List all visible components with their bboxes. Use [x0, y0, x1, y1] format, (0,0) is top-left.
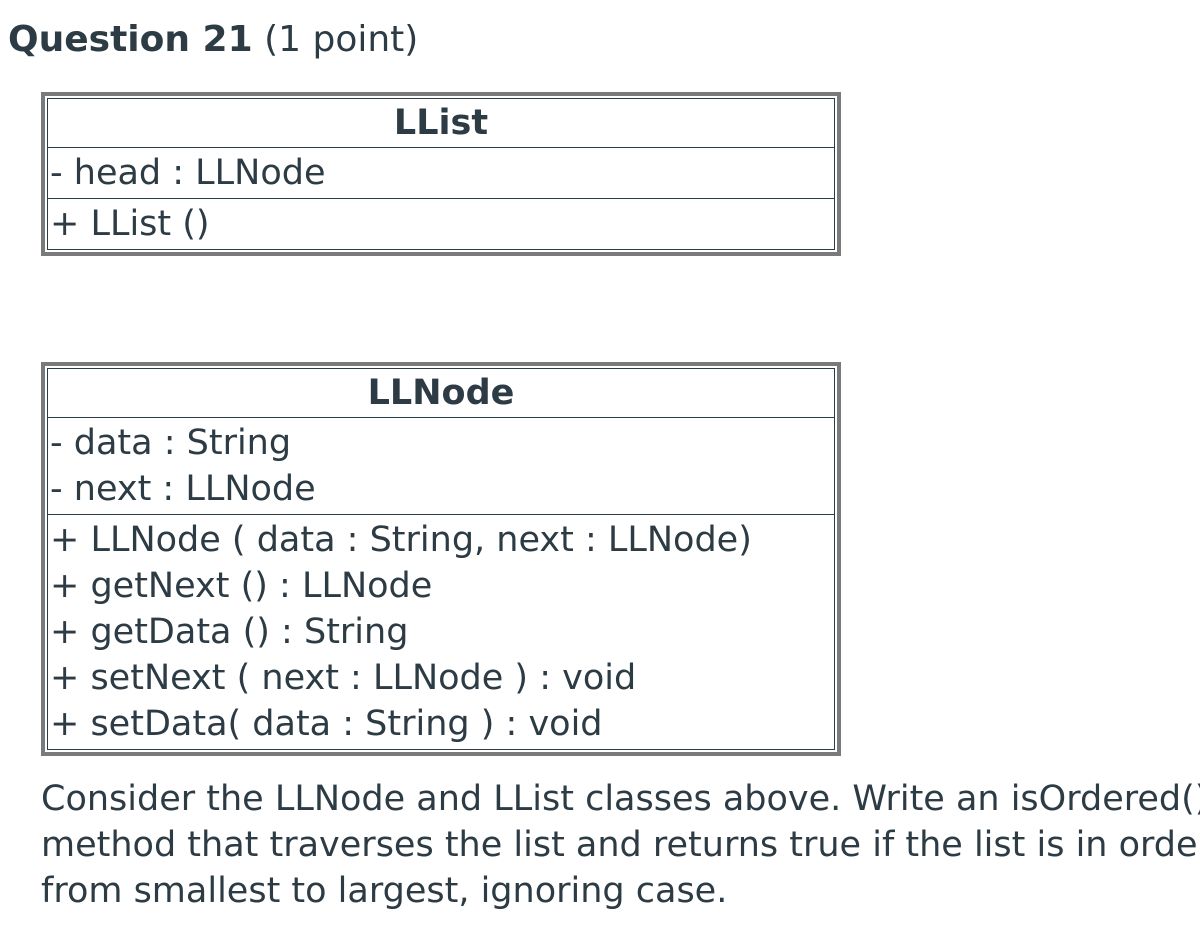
llist-methods: + LList () [48, 198, 834, 249]
llist-class-diagram: LList - head : LLNode + LList () [41, 92, 841, 256]
question-body: Consider the LLNode and LList classes ab… [41, 776, 1200, 914]
question-body-line: from smallest to largest, ignoring case. [41, 871, 728, 911]
question-points: (1 point) [264, 19, 419, 60]
llnode-method-getdata: + getData () : String [50, 612, 409, 652]
llnode-class-name: LLNode [367, 373, 515, 413]
llist-method-constructor: + LList () [50, 204, 210, 244]
llnode-class-frame: LLNode - data : String - next : LLNode +… [47, 368, 835, 750]
question-body-line: method that traverses the list and retur… [41, 825, 1200, 865]
llnode-attribute-next: - next : LLNode [50, 469, 316, 509]
llist-class-frame: LList - head : LLNode + LList () [47, 98, 835, 250]
question-title: Question 21 [8, 19, 253, 60]
question-body-line: Consider the LLNode and LList classes ab… [41, 779, 1200, 819]
llist-attributes: - head : LLNode [48, 147, 834, 198]
llnode-attribute-data: - data : String [50, 423, 292, 463]
llnode-class-diagram: LLNode - data : String - next : LLNode +… [41, 362, 841, 756]
question-header: Question 21 (1 point) [8, 18, 418, 62]
llnode-attributes: - data : String - next : LLNode [48, 417, 834, 514]
llnode-method-getnext: + getNext () : LLNode [50, 566, 433, 606]
llist-class-name: LList [393, 103, 489, 143]
llnode-method-constructor: + LLNode ( data : String, next : LLNode) [50, 520, 752, 560]
llnode-method-setnext: + setNext ( next : LLNode ) : void [50, 658, 637, 698]
llnode-methods: + LLNode ( data : String, next : LLNode)… [48, 514, 834, 749]
llist-attribute-head: - head : LLNode [50, 153, 326, 193]
llnode-method-setdata: + setData( data : String ) : void [50, 704, 603, 744]
